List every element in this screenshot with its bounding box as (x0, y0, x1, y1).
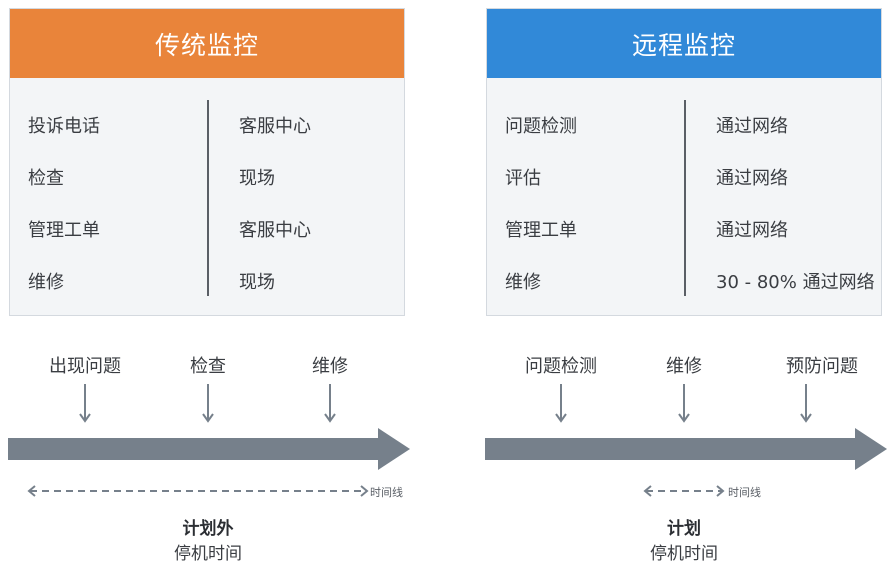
remote-timeline-arrow (485, 428, 887, 470)
traditional-timeline-arrow (8, 428, 410, 470)
traditional-right-item: 现场 (239, 272, 275, 293)
down-arrow-icon (678, 384, 690, 423)
remote-right-item: 通过网络 (716, 168, 788, 189)
down-arrow-icon (202, 384, 214, 423)
traditional-right-item: 现场 (239, 168, 275, 189)
traditional-title: 传统监控 (10, 9, 404, 78)
remote-caption-bold: 计划 (667, 519, 701, 539)
traditional-table: 投诉电话 检查 管理工单 维修 客服中心 现场 客服中心 现场 (10, 78, 404, 315)
remote-step-label: 预防问题 (786, 356, 858, 377)
traditional-step-label: 检查 (190, 356, 226, 377)
traditional-step-label: 维修 (312, 356, 348, 377)
remote-title: 远程监控 (487, 9, 881, 78)
remote-monitoring-panel: 远程监控 问题检测 评估 管理工单 维修 通过网络 通过网络 通过网络 30 -… (486, 8, 882, 316)
remote-step-label: 问题检测 (525, 356, 597, 377)
traditional-timeline-dashed-arrow (27, 485, 369, 497)
traditional-left-item: 投诉电话 (28, 116, 100, 137)
remote-left-item: 问题检测 (505, 116, 577, 137)
remote-step-label: 维修 (666, 356, 702, 377)
remote-timeline-label: 时间线 (728, 486, 761, 499)
remote-right-item: 通过网络 (716, 220, 788, 241)
remote-right-item: 30 - 80% 通过网络 (716, 272, 875, 293)
traditional-caption: 停机时间 (174, 544, 242, 564)
down-arrow-icon (800, 384, 812, 423)
traditional-timeline-label: 时间线 (370, 486, 403, 499)
remote-left-item: 评估 (505, 168, 541, 189)
traditional-caption-bold: 计划外 (182, 519, 234, 539)
remote-left-item: 管理工单 (505, 220, 577, 241)
remote-timeline-dashed-arrow (643, 485, 725, 497)
down-arrow-icon (324, 384, 336, 423)
remote-left-item: 维修 (505, 272, 541, 293)
remote-right-item: 通过网络 (716, 116, 788, 137)
traditional-monitoring-panel: 传统监控 投诉电话 检查 管理工单 维修 客服中心 现场 客服中心 现场 (9, 8, 405, 316)
traditional-divider (207, 100, 209, 296)
traditional-left-item: 检查 (28, 168, 64, 189)
remote-caption: 停机时间 (650, 544, 718, 564)
traditional-step-label: 出现问题 (49, 356, 121, 377)
traditional-right-item: 客服中心 (239, 220, 311, 241)
remote-table: 问题检测 评估 管理工单 维修 通过网络 通过网络 通过网络 30 - 80% … (487, 78, 881, 315)
down-arrow-icon (79, 384, 91, 423)
traditional-left-item: 管理工单 (28, 220, 100, 241)
down-arrow-icon (555, 384, 567, 423)
traditional-left-item: 维修 (28, 272, 64, 293)
remote-divider (684, 100, 686, 296)
traditional-right-item: 客服中心 (239, 116, 311, 137)
